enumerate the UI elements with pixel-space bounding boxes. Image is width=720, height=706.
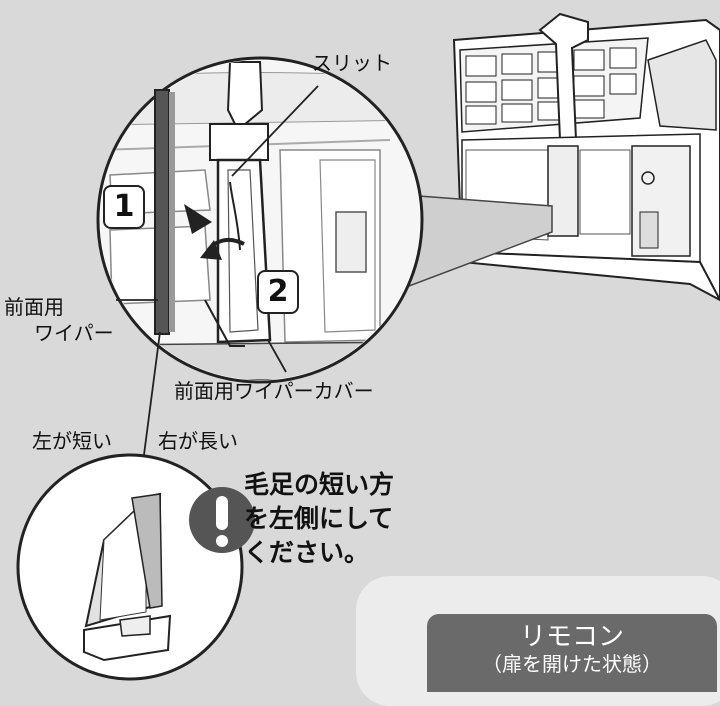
wiper-bar-shape <box>154 89 170 335</box>
right-long-label: 右が長い <box>158 429 238 453</box>
illustration-canvas <box>16 12 720 681</box>
exclamation-warning-icon <box>189 487 255 553</box>
step-2-badge: 2 <box>257 270 299 314</box>
wiper-cover-label: 前面用ワイパーカバー <box>174 379 374 403</box>
slit-label: スリット <box>312 51 392 75</box>
brush-orientation-warning: 毛足の短い方 を左側にして ください。 <box>244 468 394 570</box>
magnified-wiper-circle <box>96 56 424 384</box>
warning-line-2: を左側にして <box>244 504 394 533</box>
push-arrow-icon <box>184 204 212 234</box>
remote-subtitle: （扉を開けた状態） <box>482 652 662 676</box>
left-short-label: 左が短い <box>32 429 112 453</box>
warning-line-1: 毛足の短い方 <box>244 470 395 499</box>
remote-badge: リモコン （扉を開けた状態） <box>427 614 717 692</box>
front-wiper-label-line2: ワイパー <box>34 321 114 345</box>
front-wiper-label-line1: 前面用 <box>4 295 64 319</box>
remote-title: リモコン <box>519 622 624 652</box>
step-1-badge: 1 <box>103 185 145 229</box>
air-conditioner-unit-drawing <box>452 12 720 302</box>
brush-detail-circle <box>16 453 244 681</box>
warning-line-3: ください。 <box>244 538 370 567</box>
